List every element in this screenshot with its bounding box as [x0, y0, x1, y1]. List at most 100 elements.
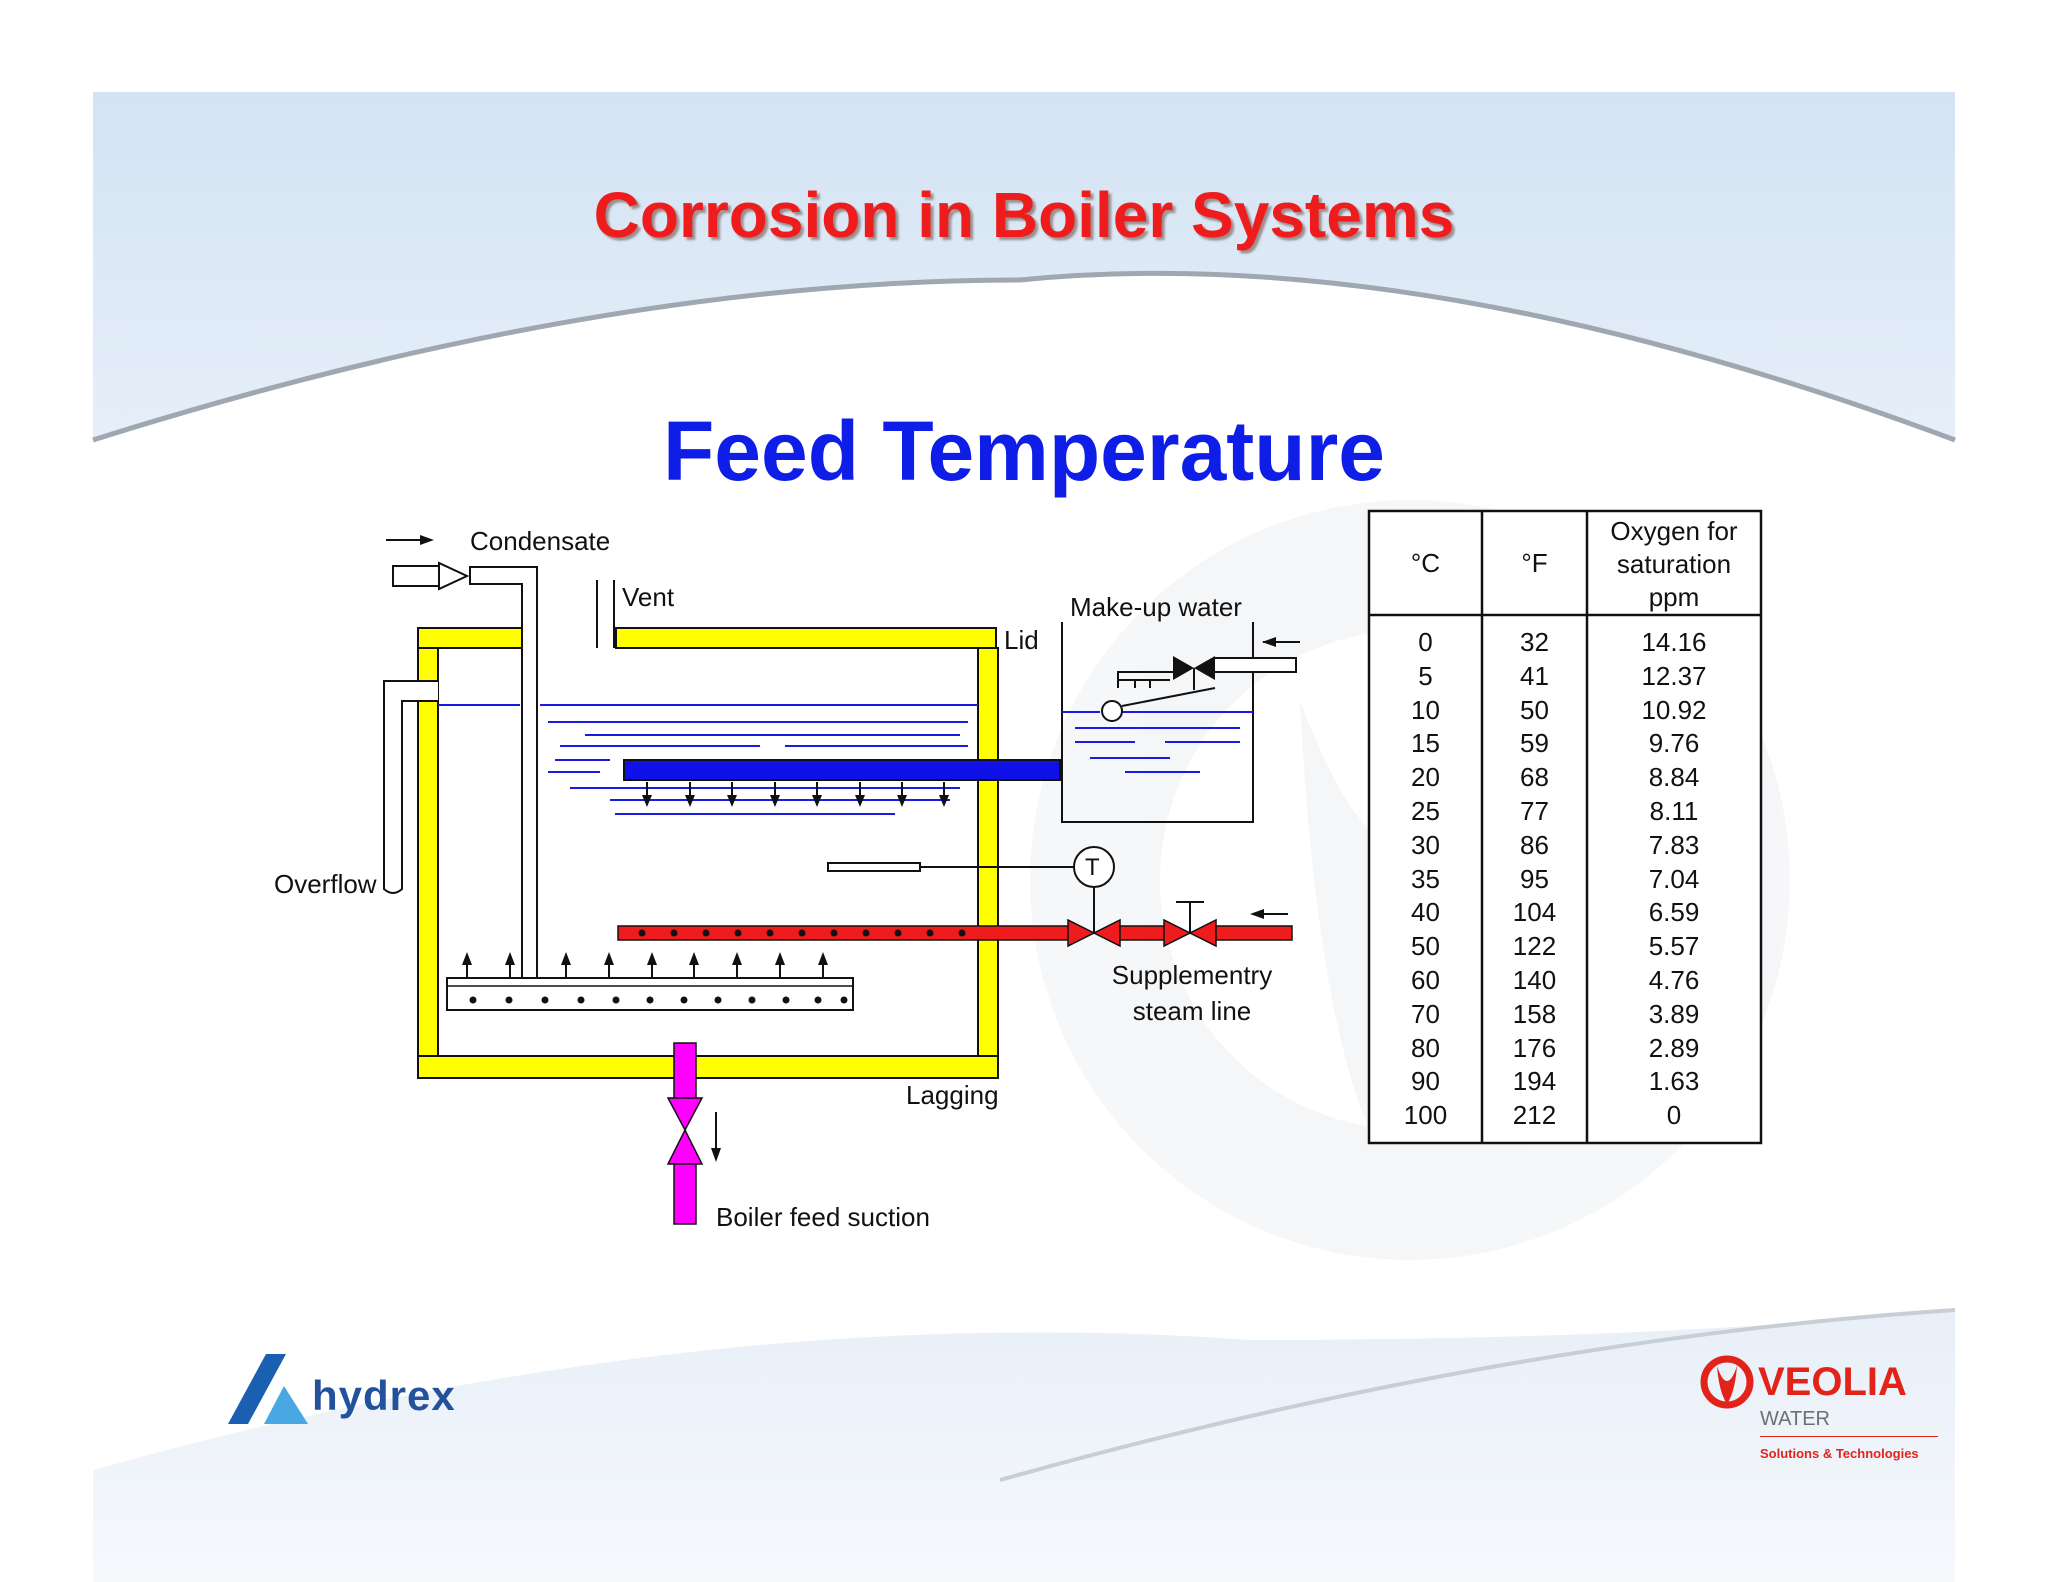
down-arrow-icon	[685, 782, 695, 807]
table-cell-oxygen-ppm: 14.16	[1641, 627, 1707, 657]
steam-hole	[702, 929, 710, 937]
table-cell-oxygen-ppm: 5.57	[1648, 931, 1700, 962]
steam-inflow-arrow-icon	[1250, 909, 1288, 919]
steam-hole	[862, 929, 870, 937]
table-cell-oxygen-ppm: 7.83	[1648, 829, 1700, 860]
label-lagging: Lagging	[906, 1080, 999, 1110]
tank-water	[438, 704, 978, 815]
distribution-arrows	[642, 782, 949, 807]
table-cell-celsius: 5	[1418, 660, 1433, 691]
table-cell-fahrenheit: 212	[1512, 1100, 1557, 1131]
sparge-hole	[541, 996, 549, 1004]
down-arrow-icon	[770, 782, 780, 807]
legend-arrow-icon	[386, 535, 434, 545]
table-cell-celsius: 80	[1411, 1032, 1440, 1063]
hydrex-logo: hydrex	[228, 1352, 508, 1426]
table-cell-celsius: 35	[1411, 863, 1440, 894]
veolia-mark-icon	[1700, 1355, 1754, 1409]
table-cell-celsius: 50	[1411, 931, 1440, 962]
label-temperature: T	[1085, 854, 1100, 881]
label-supplementary-line2: steam line	[1132, 996, 1252, 1026]
table-cell-celsius: 0	[1418, 627, 1433, 657]
down-arrow-icon	[812, 782, 822, 807]
hydrex-wordmark: hydrex	[312, 1372, 456, 1419]
veolia-tagline: Solutions & Technologies	[1760, 1446, 1919, 1461]
sparge-hole	[840, 996, 848, 1004]
condensate-sparge-pipe	[446, 977, 854, 1011]
steam-holes	[638, 929, 966, 937]
table-cell-celsius: 15	[1411, 728, 1440, 759]
steam-hole	[798, 929, 806, 937]
steam-hole	[766, 929, 774, 937]
table-cell-fahrenheit: 41	[1520, 660, 1549, 691]
up-arrow-icon	[775, 952, 785, 977]
table-cell-oxygen-ppm: 8.11	[1649, 796, 1699, 826]
up-arrow-icon	[732, 952, 742, 977]
condensate-pipe	[392, 561, 538, 979]
table-cell-fahrenheit: 104	[1512, 897, 1557, 928]
up-arrow-icon	[818, 952, 828, 977]
veolia-wordmark: VEOLIA	[1758, 1360, 1907, 1404]
label-lid: Lid	[1004, 625, 1039, 655]
table-cell-celsius: 100	[1403, 1100, 1448, 1131]
table-cell-fahrenheit: 95	[1520, 863, 1549, 894]
table-cell-oxygen-ppm: 4.76	[1648, 965, 1700, 995]
table-cell-oxygen-ppm: 7.04	[1648, 863, 1700, 894]
veolia-divider	[1760, 1436, 1938, 1437]
table-cell-celsius: 70	[1411, 998, 1440, 1029]
suction-flow-arrow-icon	[711, 1112, 721, 1162]
up-arrow-icon	[689, 952, 699, 977]
up-arrow-icon	[561, 952, 571, 977]
down-arrow-icon	[727, 782, 737, 807]
down-arrow-icon	[939, 782, 949, 807]
table-cell-oxygen-ppm: 12.37	[1641, 660, 1707, 691]
table-cell-fahrenheit: 77	[1520, 796, 1549, 826]
up-arrow-icon	[462, 952, 472, 977]
table-cell-fahrenheit: 176	[1512, 1032, 1557, 1063]
sparge-arrows	[462, 952, 828, 977]
table-cell-oxygen-ppm: 0	[1666, 1100, 1682, 1131]
table-cell-celsius: 60	[1411, 965, 1440, 995]
makeup-distribution-pipe	[623, 759, 1061, 781]
label-boiler-feed-suction: Boiler feed suction	[716, 1202, 930, 1232]
sparge-hole	[646, 996, 654, 1004]
table-cell-oxygen-ppm: 9.76	[1648, 728, 1700, 759]
down-arrow-icon	[642, 782, 652, 807]
veolia-water: WATER	[1760, 1408, 1830, 1430]
steam-line	[617, 901, 1293, 948]
down-arrow-icon	[855, 782, 865, 807]
table-cell-celsius: 90	[1411, 1066, 1440, 1097]
header-fahrenheit: °F	[1521, 548, 1548, 578]
header-band	[93, 92, 1955, 440]
sparge-hole	[469, 996, 477, 1004]
steam-hole	[894, 929, 902, 937]
steam-hole	[958, 929, 966, 937]
steam-hole	[830, 929, 838, 937]
label-supplementary-line1: Supplementry	[1111, 960, 1273, 990]
sparge-hole	[577, 996, 585, 1004]
sparge-hole	[680, 996, 688, 1004]
table-cell-fahrenheit: 158	[1512, 998, 1557, 1029]
table-cell-celsius: 10	[1411, 694, 1440, 725]
hydrex-mark-icon	[228, 1354, 308, 1424]
sparge-hole	[814, 996, 822, 1004]
makeup-water-tank	[1061, 622, 1300, 823]
header-oxygen-line2: saturation	[1616, 549, 1732, 579]
table-cell-celsius: 40	[1411, 897, 1440, 928]
tank-inner-wall	[437, 648, 979, 1057]
slide-title: Corrosion in Boiler Systems	[593, 179, 1455, 251]
table-cell-celsius: 30	[1411, 829, 1440, 860]
table-cell-oxygen-ppm: 2.89	[1648, 1032, 1700, 1063]
header-celsius: °C	[1410, 548, 1441, 578]
table-cell-celsius: 20	[1411, 762, 1440, 793]
sparge-hole	[612, 996, 620, 1004]
up-arrow-icon	[647, 952, 657, 977]
sparge-hole	[782, 996, 790, 1004]
overflow-pipe	[383, 680, 438, 894]
steam-hole	[734, 929, 742, 937]
label-condensate: Condensate	[470, 526, 611, 556]
